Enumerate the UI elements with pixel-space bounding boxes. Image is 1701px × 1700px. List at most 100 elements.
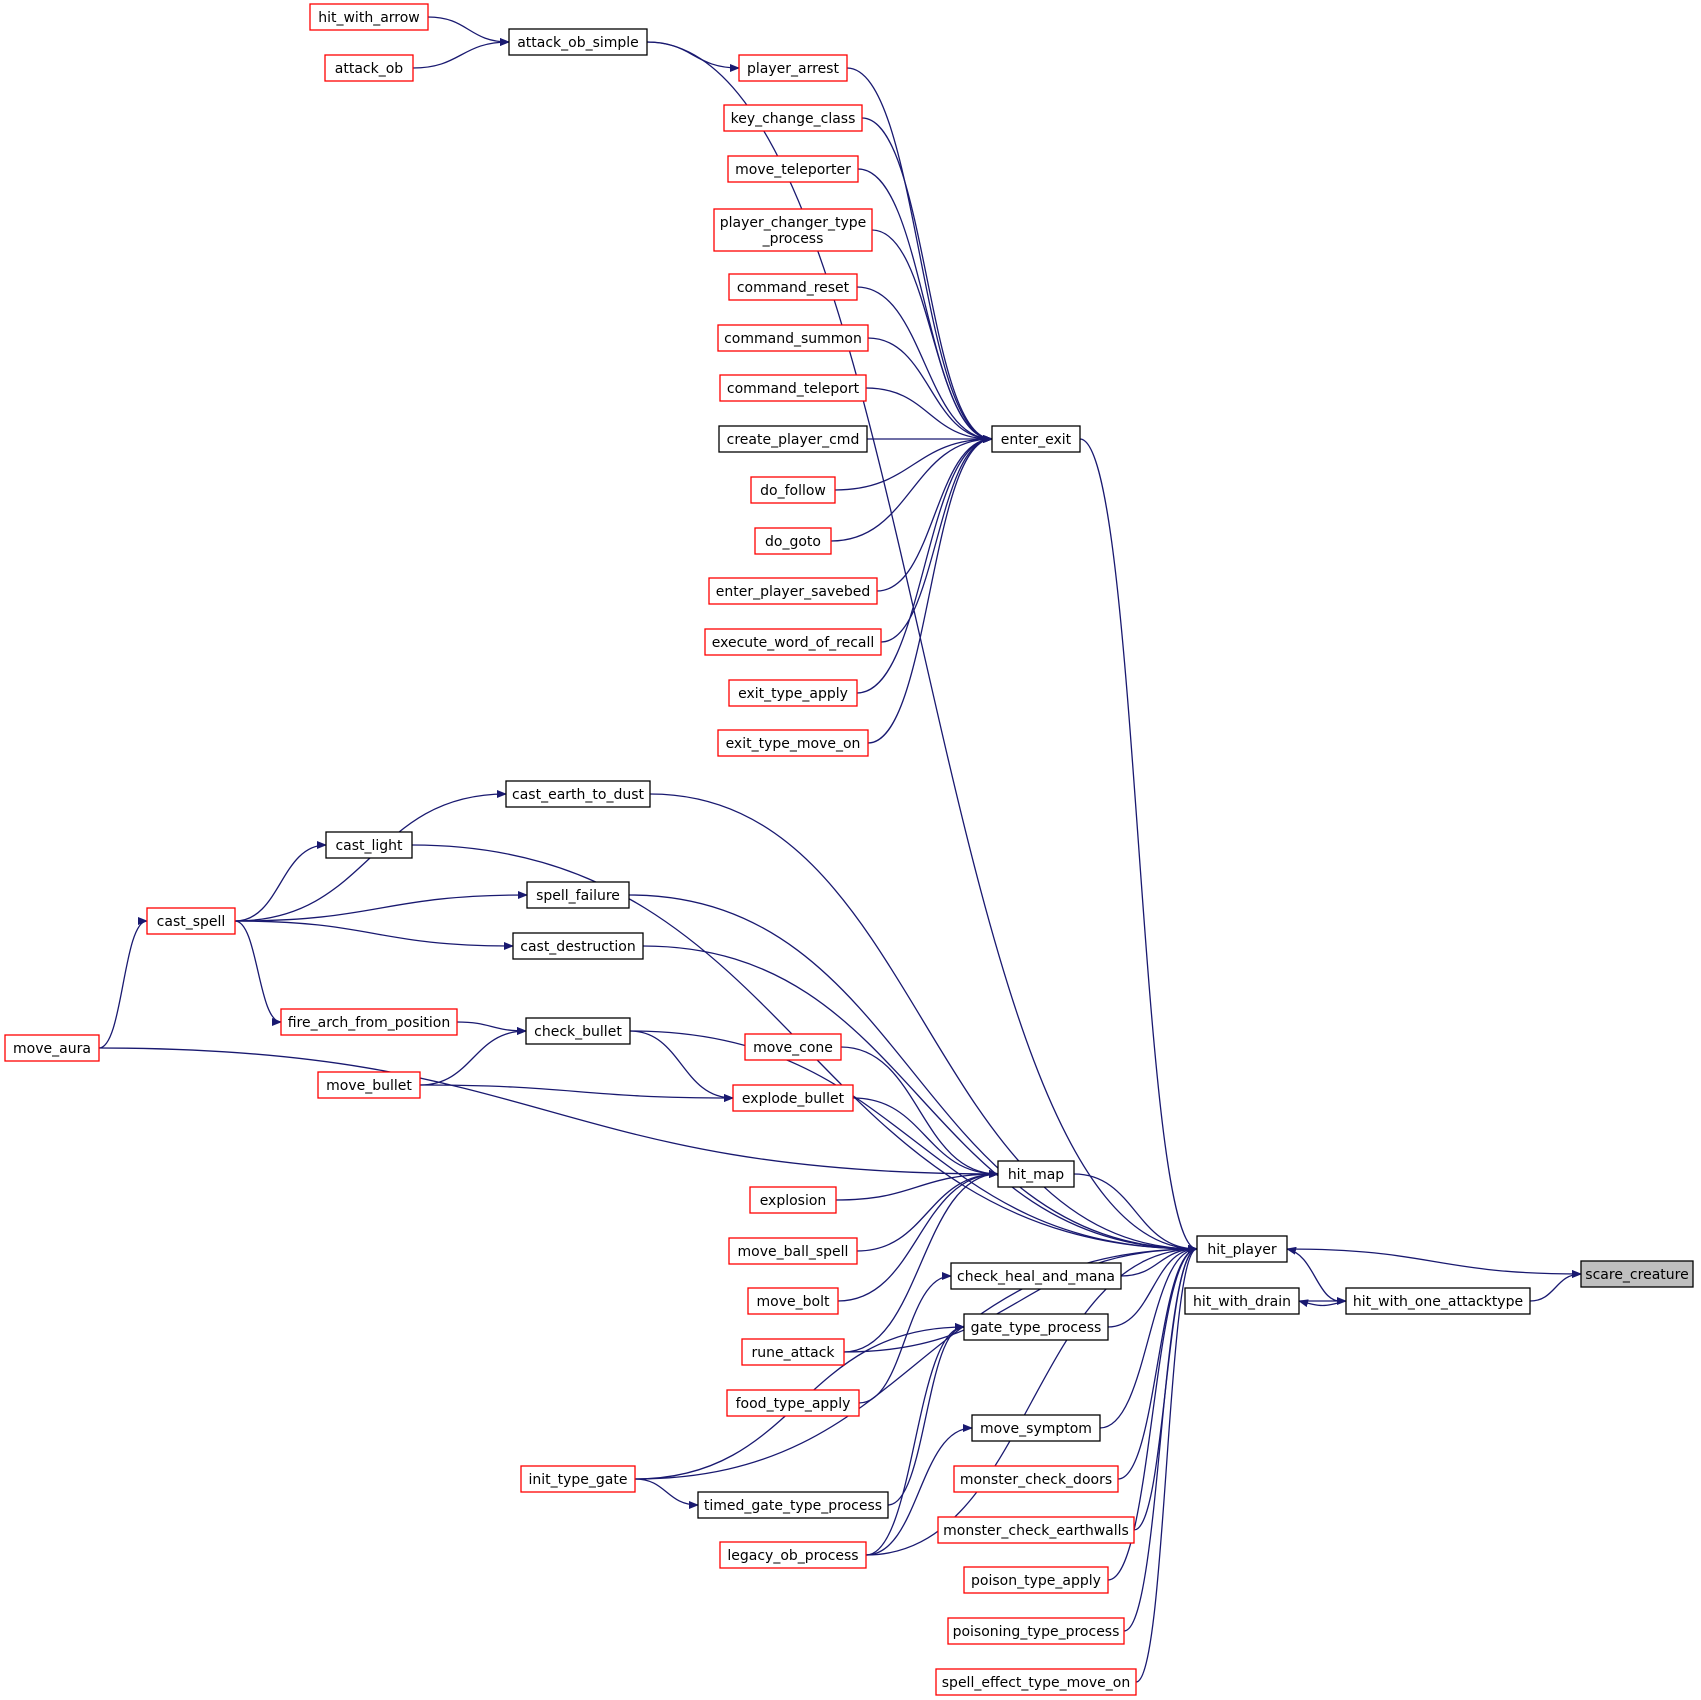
node-do-follow[interactable]: do_follow xyxy=(750,476,836,504)
node-timed-gate-type-process[interactable]: timed_gate_type_process xyxy=(697,1491,889,1519)
edge-path xyxy=(865,1424,973,1556)
edge-path xyxy=(867,337,993,443)
node-key-change-class[interactable]: key_change_class xyxy=(723,104,863,132)
node-poison-type-apply[interactable]: poison_type_apply xyxy=(963,1566,1109,1594)
node-command-teleport[interactable]: command_teleport xyxy=(719,374,867,402)
node-hit-player[interactable]: hit_player xyxy=(1196,1235,1288,1263)
node-player-changer-type-process[interactable]: player_changer_type_process xyxy=(713,208,873,252)
node-move-cone[interactable]: move_cone xyxy=(744,1033,842,1061)
node-explode-bullet[interactable]: explode_bullet xyxy=(732,1084,854,1112)
node-label: move_bullet xyxy=(326,1078,412,1094)
edge-hit_with_one_attacktype-to-scare_creature xyxy=(1529,1270,1582,1302)
node-fire-arch-from-position[interactable]: fire_arch_from_position xyxy=(280,1008,458,1036)
edge-food_type_apply-to-check_heal_and_mana xyxy=(858,1272,952,1404)
node-player-arrest[interactable]: player_arrest xyxy=(738,54,848,82)
node-hit-map[interactable]: hit_map xyxy=(997,1160,1075,1188)
edge-path xyxy=(876,435,993,592)
node-attack-ob[interactable]: attack_ob xyxy=(324,54,414,82)
edge-path xyxy=(857,168,993,443)
node-label: attack_ob_simple xyxy=(517,35,639,51)
node-label: command_summon xyxy=(724,331,862,347)
node-move-ball-spell[interactable]: move_ball_spell xyxy=(728,1237,858,1265)
edge-poisoning_type_process-to-hit_player xyxy=(1123,1245,1198,1632)
node-hit-with-arrow[interactable]: hit_with_arrow xyxy=(309,3,429,31)
node-box xyxy=(726,1389,860,1417)
node-label: do_follow xyxy=(760,483,826,499)
edge-path xyxy=(861,117,993,443)
node-move-teleporter[interactable]: move_teleporter xyxy=(727,155,859,183)
node-cast-spell[interactable]: cast_spell xyxy=(146,907,236,935)
node-move-aura[interactable]: move_aura xyxy=(4,1034,100,1062)
node-monster-check-earthwalls[interactable]: monster_check_earthwalls xyxy=(937,1516,1135,1544)
node-hit-with-drain[interactable]: hit_with_drain xyxy=(1184,1287,1300,1315)
node-move-bullet[interactable]: move_bullet xyxy=(317,1071,421,1099)
node-label: enter_exit xyxy=(1001,432,1072,448)
node-rune-attack[interactable]: rune_attack xyxy=(741,1338,845,1366)
node-label: spell_effect_type_move_on xyxy=(942,1675,1130,1691)
edge-path xyxy=(1117,1245,1198,1480)
node-attack-ob-simple[interactable]: attack_ob_simple xyxy=(508,28,648,56)
edge-exit_type_apply-to-enter_exit xyxy=(856,435,993,694)
edge-player_changer_type_process-to-enter_exit xyxy=(871,229,993,443)
node-scare-creature: scare_creature xyxy=(1580,1260,1694,1288)
node-legacy-ob-process[interactable]: legacy_ob_process xyxy=(719,1541,867,1569)
node-monster-check-doors[interactable]: monster_check_doors xyxy=(953,1465,1119,1493)
edge-attack_ob_simple-to-player_arrest xyxy=(646,41,740,72)
edge-path xyxy=(1123,1245,1198,1632)
node-hit-with-one-attacktype[interactable]: hit_with_one_attacktype xyxy=(1345,1287,1531,1315)
edge-move_aura-to-hit_map xyxy=(98,1047,999,1178)
edge-path xyxy=(835,1170,999,1201)
edge-path xyxy=(865,1323,965,1556)
node-label: hit_player xyxy=(1207,1242,1277,1258)
node-cast-destruction[interactable]: cast_destruction xyxy=(512,932,644,960)
node-enter-player-savebed[interactable]: enter_player_savebed xyxy=(708,577,878,605)
node-cast-light[interactable]: cast_light xyxy=(325,831,413,859)
node-label: exit_type_apply xyxy=(738,686,848,702)
node-box xyxy=(704,628,882,656)
node-check-bullet[interactable]: check_bullet xyxy=(525,1017,631,1045)
node-exit-type-apply[interactable]: exit_type_apply xyxy=(728,679,858,707)
edge-command_summon-to-enter_exit xyxy=(867,337,993,443)
node-poisoning-type-process[interactable]: poisoning_type_process xyxy=(947,1617,1125,1645)
edge-path xyxy=(1073,1173,1198,1253)
node-spell-effect-type-move-on[interactable]: spell_effect_type_move_on xyxy=(935,1668,1137,1696)
node-move-symptom[interactable]: move_symptom xyxy=(971,1414,1101,1442)
node-execute-word-of-recall[interactable]: execute_word_of_recall xyxy=(704,628,882,656)
node-spell-failure[interactable]: spell_failure xyxy=(526,881,630,909)
node-food-type-apply[interactable]: food_type_apply xyxy=(726,1389,860,1417)
edge-move_bullet-to-check_bullet xyxy=(419,1027,527,1086)
node-init-type-gate[interactable]: init_type_gate xyxy=(520,1465,636,1493)
edge-path xyxy=(865,387,993,443)
node-gate-type-process[interactable]: gate_type_process xyxy=(963,1313,1109,1341)
node-command-reset[interactable]: command_reset xyxy=(728,273,858,301)
edge-path xyxy=(419,1027,527,1086)
node-check-heal-and-mana[interactable]: check_heal_and_mana xyxy=(950,1262,1122,1290)
node-enter-exit[interactable]: enter_exit xyxy=(991,425,1081,453)
node-box xyxy=(697,1491,889,1519)
node-do-goto[interactable]: do_goto xyxy=(754,527,832,555)
node-box xyxy=(953,1465,1119,1493)
edge-path xyxy=(1286,1248,1582,1278)
node-label: hit_with_one_attacktype xyxy=(1353,1294,1523,1310)
node-cast-earth-to-dust[interactable]: cast_earth_to_dust xyxy=(505,780,651,808)
node-exit-type-move-on[interactable]: exit_type_move_on xyxy=(717,729,869,757)
edge-path xyxy=(456,1021,527,1035)
node-box xyxy=(324,54,414,82)
edge-move_symptom-to-hit_player xyxy=(1099,1245,1198,1429)
edge-move_bullet-to-explode_bullet xyxy=(419,1084,734,1102)
node-explosion[interactable]: explosion xyxy=(749,1186,837,1214)
node-label: hit_map xyxy=(1008,1167,1064,1183)
edge-path xyxy=(837,1170,999,1302)
edge-check_bullet-to-explode_bullet xyxy=(629,1030,734,1102)
node-box xyxy=(1345,1287,1531,1315)
node-label: command_teleport xyxy=(727,381,860,397)
edge-path xyxy=(880,435,993,643)
node-move-bolt[interactable]: move_bolt xyxy=(747,1287,839,1315)
node-label: move_teleporter xyxy=(735,162,851,178)
node-label: timed_gate_type_process xyxy=(704,1498,882,1514)
edge-path xyxy=(649,793,1198,1253)
node-label: key_change_class xyxy=(731,111,856,127)
node-command-summon[interactable]: command_summon xyxy=(717,324,869,352)
node-create-player-cmd[interactable]: create_player_cmd xyxy=(718,425,868,453)
node-label: poisoning_type_process xyxy=(953,1624,1120,1640)
